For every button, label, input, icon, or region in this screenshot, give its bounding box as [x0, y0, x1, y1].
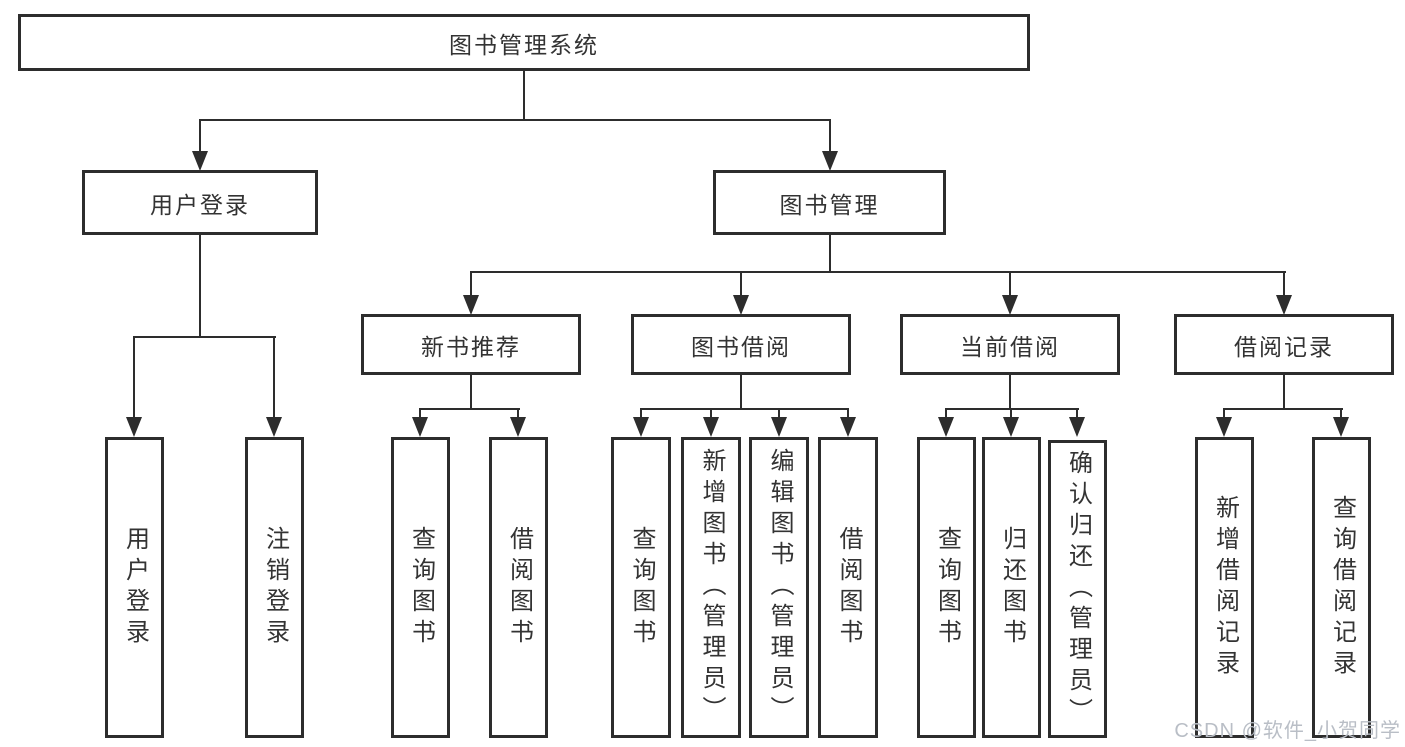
- connector-line: [829, 235, 831, 273]
- connector-line: [133, 336, 135, 417]
- arrowhead-down-icon: [463, 295, 479, 315]
- arrowhead-down-icon: [1276, 295, 1292, 315]
- arrowhead-down-icon: [266, 417, 282, 437]
- connector-line: [829, 119, 831, 151]
- csdn-watermark: CSDN @软件_小贺同学: [1174, 720, 1401, 742]
- connector-line: [1010, 408, 1012, 417]
- arrowhead-down-icon: [412, 417, 428, 437]
- connector-line: [199, 119, 831, 121]
- leaf-edit-books-admin: 编辑图书（管理员）: [749, 437, 809, 738]
- arrowhead-down-icon: [1002, 295, 1018, 315]
- connector-line: [640, 408, 642, 417]
- arrowhead-down-icon: [126, 417, 142, 437]
- node-new-book-recommendation: 新书推荐: [361, 314, 581, 375]
- connector-line: [740, 271, 742, 295]
- arrowhead-down-icon: [733, 295, 749, 315]
- connector-line: [133, 336, 276, 338]
- connector-line: [1223, 408, 1343, 410]
- leaf-add-borrow-record: 新增借阅记录: [1195, 437, 1254, 738]
- leaf-add-books-admin: 新增图书（管理员）: [681, 437, 741, 738]
- arrowhead-down-icon: [771, 417, 787, 437]
- connector-line: [419, 408, 421, 417]
- arrowhead-down-icon: [192, 151, 208, 171]
- connector-line: [517, 408, 519, 417]
- node-borrowing-records: 借阅记录: [1174, 314, 1394, 375]
- connector-line: [847, 408, 849, 417]
- connector-line: [273, 336, 275, 417]
- connector-line: [945, 408, 947, 417]
- arrowhead-down-icon: [822, 151, 838, 171]
- arrowhead-down-icon: [840, 417, 856, 437]
- arrowhead-down-icon: [510, 417, 526, 437]
- connector-line: [1283, 271, 1285, 295]
- connector-line: [199, 119, 201, 151]
- leaf-query-books-recommend: 查询图书: [391, 437, 450, 738]
- leaf-query-books-current: 查询图书: [917, 437, 976, 738]
- leaf-borrow-books: 借阅图书: [818, 437, 878, 738]
- node-book-management: 图书管理: [713, 170, 946, 235]
- leaf-confirm-return-admin: 确认归还（管理员）: [1048, 440, 1107, 738]
- node-user-login: 用户登录: [82, 170, 318, 235]
- connector-line: [1340, 408, 1342, 417]
- connector-line: [199, 235, 201, 338]
- arrowhead-down-icon: [1216, 417, 1232, 437]
- connector-line: [1283, 375, 1285, 410]
- connector-line: [470, 271, 1286, 273]
- leaf-return-books: 归还图书: [982, 437, 1041, 738]
- arrowhead-down-icon: [938, 417, 954, 437]
- arrowhead-down-icon: [1069, 417, 1085, 437]
- connector-line: [470, 271, 472, 295]
- connector-line: [710, 408, 712, 417]
- leaf-query-books-borrow: 查询图书: [611, 437, 671, 738]
- leaf-user-login: 用户登录: [105, 437, 164, 738]
- connector-line: [470, 375, 472, 410]
- connector-line: [640, 408, 849, 410]
- node-book-borrowing: 图书借阅: [631, 314, 851, 375]
- node-current-borrowing: 当前借阅: [900, 314, 1120, 375]
- leaf-logout: 注销登录: [245, 437, 304, 738]
- connector-line: [740, 375, 742, 410]
- connector-line: [778, 408, 780, 417]
- connector-line: [523, 71, 525, 121]
- connector-line: [1223, 408, 1225, 417]
- arrowhead-down-icon: [1333, 417, 1349, 437]
- arrowhead-down-icon: [703, 417, 719, 437]
- leaf-query-borrow-record: 查询借阅记录: [1312, 437, 1371, 738]
- connector-line: [945, 408, 1079, 410]
- leaf-borrow-books-recommend: 借阅图书: [489, 437, 548, 738]
- node-library-management-system: 图书管理系统: [18, 14, 1030, 71]
- arrowhead-down-icon: [1003, 417, 1019, 437]
- connector-line: [1009, 271, 1011, 295]
- connector-line: [1009, 375, 1011, 410]
- connector-line: [419, 408, 520, 410]
- arrowhead-down-icon: [633, 417, 649, 437]
- connector-line: [1076, 408, 1078, 417]
